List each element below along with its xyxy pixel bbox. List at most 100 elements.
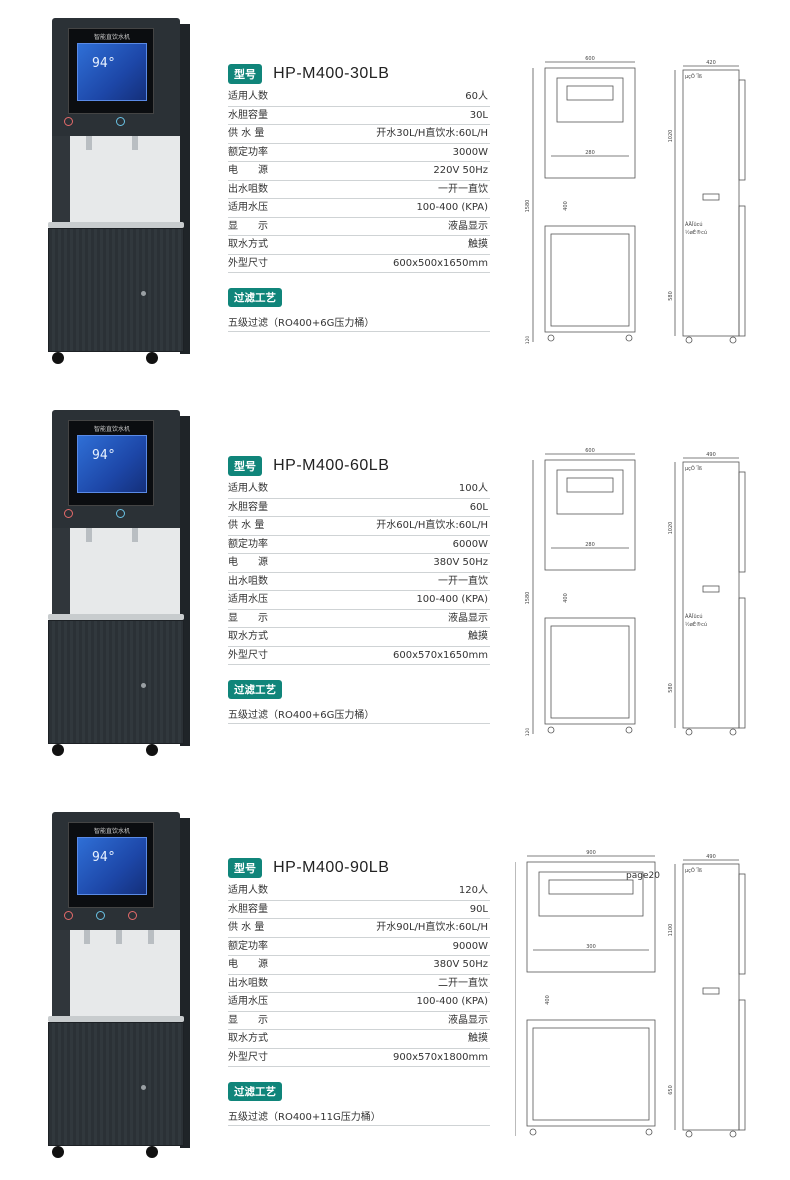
- screen-title: 智能直饮水机: [93, 828, 130, 835]
- filter-text: 五级过滤（RO400+6G压力桶）: [228, 710, 375, 721]
- hot-button-icon: [64, 117, 73, 126]
- wheel-icon: [645, 1128, 653, 1136]
- spec-value: 90L: [469, 903, 488, 915]
- lcd-temperature: 94°: [92, 448, 116, 463]
- side-rear: [738, 999, 746, 1131]
- dim-tap-height: 400: [545, 995, 551, 1005]
- dim-tap-gap: 280: [585, 542, 595, 548]
- filter-tag: 过滤工艺: [228, 288, 282, 307]
- dim-upper-height: 1100: [668, 924, 674, 937]
- machine-screen: 智能直饮水机 94°: [68, 420, 154, 506]
- model-header: 型号 HP-M400-60LB: [228, 455, 490, 477]
- dim-lower-height: 580: [668, 291, 674, 301]
- dim-tap-height: 400: [563, 593, 569, 603]
- side-rear: [738, 471, 746, 573]
- product-block: 智能直饮水机 94° 型号 HP-M400-60LB: [0, 410, 790, 790]
- dim-tap-gap: 300: [586, 944, 596, 950]
- tap: [84, 930, 90, 944]
- wheel-icon: [52, 1146, 64, 1158]
- spec-value: 9000W: [452, 940, 488, 952]
- spec-row: 水胆容量 30L: [228, 107, 490, 125]
- filter-text: 五级过滤（RO400+6G压力桶）: [228, 318, 375, 329]
- side-label: µçÔ´Ïß: [685, 465, 702, 472]
- spec-key: 电 源: [228, 165, 268, 176]
- lock-icon: [141, 291, 146, 296]
- spec-row: 外型尺寸 900x570x1800mm: [228, 1049, 490, 1067]
- cold-button-icon: [116, 509, 125, 518]
- dim-depth-inner: 420: [706, 60, 716, 66]
- spec-value: 触摸: [468, 631, 488, 642]
- spec-row: 水胆容量 90L: [228, 901, 490, 919]
- screen-title: 智能直饮水机: [93, 34, 130, 41]
- side-label: µçÔ´Ïß: [685, 73, 702, 80]
- spec-key: 额定功率: [228, 940, 268, 952]
- spec-value: 液晶显示: [448, 1014, 488, 1026]
- front-lower: [526, 1019, 656, 1127]
- machine-side: [180, 416, 190, 746]
- dim-base: 120: [525, 336, 531, 345]
- spec-row: 电 源 380V 50Hz: [228, 956, 490, 975]
- dim-upper-height: 1020: [668, 522, 674, 535]
- wheel-icon: [529, 1128, 537, 1136]
- spec-row: 取水方式 触摸: [228, 1030, 490, 1049]
- tap: [132, 528, 138, 542]
- spec-key: 水胆容量: [228, 501, 268, 513]
- side-body: [682, 461, 740, 729]
- spec-value: 100-400 (KPA): [416, 996, 488, 1007]
- spec-key: 供 水 量: [228, 128, 265, 139]
- product-block: 智能直饮水机 94° 型号 HP-M400-9: [0, 812, 790, 1180]
- filter-row: 五级过滤（RO400+6G压力桶）: [228, 314, 490, 332]
- spec-value: 6000W: [452, 538, 488, 550]
- button-panel: [64, 117, 134, 129]
- spec-value: 900x570x1800mm: [393, 1051, 488, 1063]
- spec-key: 水胆容量: [228, 109, 268, 121]
- spec-table: 适用人数 60人 水胆容量 30L 供 水 量 开水30L/H直饮水:60L/H…: [228, 88, 490, 273]
- spec-value: 60L: [469, 501, 488, 513]
- machine-pillar: [52, 136, 70, 226]
- spec-row: 出水咀数 二开一直饮: [228, 975, 490, 993]
- side-handle: [702, 585, 720, 593]
- drip-shelf: [48, 222, 184, 228]
- spec-table: 适用人数 120人 水胆容量 90L 供 水 量 开水90L/H直饮水:60L/…: [228, 882, 490, 1067]
- wheel-icon: [52, 352, 64, 364]
- drip-shelf: [48, 1016, 184, 1022]
- spec-key: 外型尺寸: [228, 1051, 268, 1063]
- spec-value: 380V 50Hz: [433, 959, 488, 970]
- machine-pillar: [52, 930, 70, 1020]
- drawing-svg: 600 280 1580 400 120 500 420 µçÔ´Ïß ÀÄÎû…: [525, 48, 746, 345]
- wheel-icon: [685, 1130, 693, 1138]
- tap: [116, 930, 122, 944]
- machine-pillar: [52, 528, 70, 618]
- dim-lower-height: 650: [668, 1085, 674, 1095]
- hot-button-icon: [64, 509, 73, 518]
- technical-drawing: 600 280 1580 400 120 500 420 µçÔ´Ïß ÀÄÎû…: [515, 48, 785, 356]
- wheel-icon: [52, 744, 64, 756]
- spec-key: 外型尺寸: [228, 257, 268, 269]
- front-door: [532, 1027, 650, 1121]
- tap: [148, 930, 154, 944]
- model-header: 型号 HP-M400-90LB: [228, 857, 490, 879]
- wheel-icon: [146, 744, 158, 756]
- spec-value: 30L: [469, 109, 488, 121]
- spec-key: 取水方式: [228, 631, 268, 642]
- spec-row: 出水咀数 一开一直饮: [228, 181, 490, 199]
- side-label: ÀÄÎûcú: [685, 221, 703, 228]
- machine-upper-body: 智能直饮水机 94°: [52, 410, 180, 528]
- side-label: ½øÉ®cú: [685, 228, 707, 236]
- tap: [86, 528, 92, 542]
- wheel-icon: [685, 336, 693, 344]
- technical-drawing: 900 300 1730 400 120 570 490 µçÔ´Ïß 1100…: [507, 842, 785, 1150]
- technical-drawing: 600 280 1580 400 120 570 490 µçÔ´Ïß ÀÄÎû…: [515, 440, 785, 748]
- spec-row: 取水方式 触摸: [228, 236, 490, 255]
- lcd-temperature: 94°: [92, 56, 116, 71]
- filter-row: 五级过滤（RO400+11G压力桶）: [228, 1108, 490, 1126]
- side-rear: [738, 597, 746, 729]
- side-label: ÀÄÎûcú: [685, 613, 703, 620]
- front-lower: [544, 617, 636, 725]
- spec-row: 外型尺寸 600x570x1650mm: [228, 647, 490, 665]
- tap: [86, 136, 92, 150]
- spec-row: 取水方式 触摸: [228, 628, 490, 647]
- spec-row: 适用人数 120人: [228, 882, 490, 901]
- lcd-display: 94°: [77, 435, 147, 493]
- hot-button-icon: [128, 911, 137, 920]
